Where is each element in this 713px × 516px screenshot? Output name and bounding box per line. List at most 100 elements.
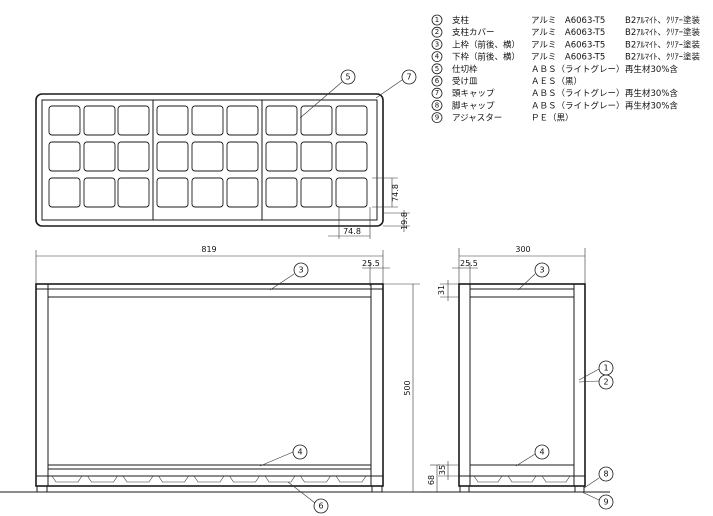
callout-circle bbox=[534, 262, 550, 278]
callout-front-tray: 6 bbox=[313, 498, 329, 514]
part-number-circle bbox=[431, 75, 443, 87]
callout-side-adjuster: 9 bbox=[598, 494, 614, 510]
compartment-cell bbox=[265, 177, 298, 208]
tray-pocket bbox=[264, 475, 296, 483]
part-number-circle bbox=[431, 51, 443, 62]
compartment-cell bbox=[226, 141, 259, 172]
compartment-cell bbox=[83, 105, 116, 136]
callout-number: 9 bbox=[603, 498, 608, 507]
part-number: 5 bbox=[435, 65, 439, 73]
side-view-outline bbox=[458, 283, 586, 487]
compartment-cell bbox=[117, 105, 150, 136]
part-finish: B2ｱﾙﾏｲﾄ、ｸﾘｱｰ塗装 bbox=[625, 15, 700, 26]
callout-number: 2 bbox=[603, 378, 608, 387]
front-left-foot bbox=[36, 485, 48, 493]
part-name: 脚キャップ bbox=[452, 100, 495, 111]
tray-pocket bbox=[300, 475, 331, 483]
compartment-cell bbox=[226, 177, 259, 208]
leader-front-tray bbox=[287, 481, 316, 504]
callout-side-cover: 2 bbox=[598, 374, 614, 390]
callout-headcap: 7 bbox=[401, 69, 417, 85]
tray-pocket bbox=[335, 475, 367, 483]
part-number: 2 bbox=[435, 28, 439, 36]
tray-pocket bbox=[507, 475, 537, 483]
callout-circle bbox=[340, 69, 356, 85]
callout-number: 4 bbox=[539, 448, 544, 457]
dim-cell-width: 74.8 bbox=[343, 227, 361, 236]
part-material: ＡＢＳ（ライトグレー） bbox=[531, 88, 625, 99]
callout-side-footcap: 8 bbox=[598, 466, 614, 482]
compartment-cell bbox=[335, 177, 368, 208]
callout-circle bbox=[313, 498, 329, 514]
part-material: アルミ A6063-T5 bbox=[531, 40, 605, 50]
front-tray bbox=[51, 475, 367, 483]
leader-headcap bbox=[375, 79, 403, 99]
compartment-cell bbox=[191, 105, 224, 136]
compartment-cell bbox=[265, 105, 298, 136]
compartment-cell bbox=[83, 141, 116, 172]
compartment-cell bbox=[191, 177, 224, 208]
callout-circle bbox=[598, 466, 614, 482]
part-material: アルミ A6063-T5 bbox=[531, 28, 605, 38]
top-view-outline bbox=[35, 93, 384, 227]
part-number: 4 bbox=[435, 53, 440, 61]
part-number-circle bbox=[431, 39, 443, 50]
dim-post-side: 25.5 bbox=[460, 259, 478, 268]
top-view-inner-frame bbox=[41, 99, 378, 221]
callout-number: 3 bbox=[539, 266, 544, 275]
part-finish: B2ｱﾙﾏｲﾄ、ｸﾘｱｰ塗装 bbox=[625, 52, 700, 63]
dim-bottom-frame: 35 bbox=[438, 465, 447, 475]
callout-circle bbox=[293, 262, 309, 278]
leader-side-lower bbox=[515, 453, 536, 467]
part-material: アルミ A6063-T5 bbox=[531, 53, 605, 63]
compartment-cell bbox=[48, 141, 81, 172]
callout-circle bbox=[598, 494, 614, 510]
front-right-foot bbox=[371, 485, 383, 493]
tray-pocket bbox=[229, 475, 260, 483]
leader-front-lower bbox=[259, 451, 294, 467]
part-number: 1 bbox=[435, 16, 439, 24]
compartment-cell bbox=[265, 141, 298, 172]
part-finish: 再生材30%含 bbox=[625, 100, 678, 111]
tray-pocket bbox=[473, 475, 503, 483]
dim-depth: 300 bbox=[515, 245, 530, 254]
compartment-cell bbox=[156, 105, 189, 136]
leader-front-upper bbox=[269, 273, 295, 291]
callout-number: 1 bbox=[603, 364, 608, 373]
callout-number: 3 bbox=[298, 266, 303, 275]
leader-divider bbox=[299, 81, 343, 119]
part-name: 受け皿 bbox=[452, 76, 478, 87]
part-number-circle bbox=[431, 87, 443, 99]
part-number: 9 bbox=[435, 114, 439, 122]
part-material: ＰＥ（黒） bbox=[531, 113, 574, 124]
front-view-outline bbox=[35, 283, 384, 487]
tray-pocket bbox=[87, 475, 118, 483]
compartment-cell bbox=[335, 141, 368, 172]
callout-side-post: 1 bbox=[598, 360, 614, 376]
callout-circle bbox=[598, 374, 614, 390]
callout-side-upper: 3 bbox=[534, 262, 550, 278]
dim-cell-height: 74.8 bbox=[391, 184, 400, 202]
compartment-cell bbox=[300, 177, 333, 208]
dim-height: 500 bbox=[403, 380, 412, 395]
part-number: 7 bbox=[435, 89, 439, 97]
part-name: 仕切枠 bbox=[452, 64, 478, 75]
part-number-circle bbox=[431, 112, 443, 123]
callout-front-upper: 3 bbox=[293, 262, 309, 278]
leader-side-upper bbox=[517, 273, 536, 291]
side-left-foot bbox=[459, 485, 470, 493]
compartment-cell bbox=[48, 177, 81, 208]
callout-number: 5 bbox=[345, 73, 350, 82]
compartment-cell bbox=[300, 141, 333, 172]
part-number: 8 bbox=[435, 101, 439, 109]
part-number: 6 bbox=[435, 77, 440, 85]
